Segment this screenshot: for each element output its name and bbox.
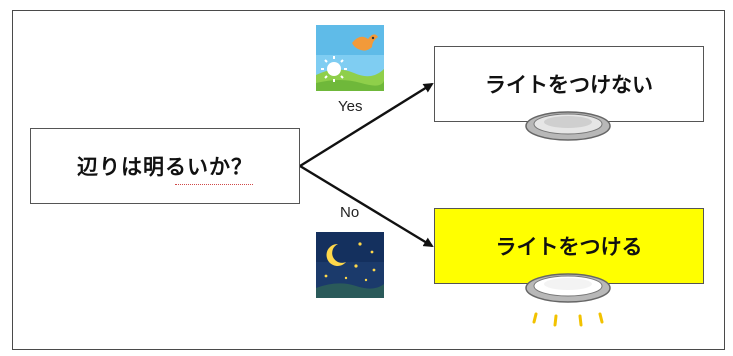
question-text: 辺りは明るいか？ — [77, 151, 253, 185]
yes-arrow — [299, 82, 434, 168]
ceiling-light-off-icon — [525, 111, 611, 141]
ceiling-light-on-icon — [525, 273, 611, 327]
yes-label: Yes — [338, 98, 363, 115]
no-arrow — [299, 164, 434, 248]
sun-bird-day-icon — [316, 25, 384, 91]
no-label: No — [340, 204, 360, 221]
moon-stars-night-icon — [316, 232, 384, 298]
outcome-light-text: ライトをつける — [495, 235, 643, 259]
outcome-no-light-text: ライトをつけない — [485, 73, 653, 97]
question-node: 辺りは明るいか？ — [30, 128, 300, 204]
